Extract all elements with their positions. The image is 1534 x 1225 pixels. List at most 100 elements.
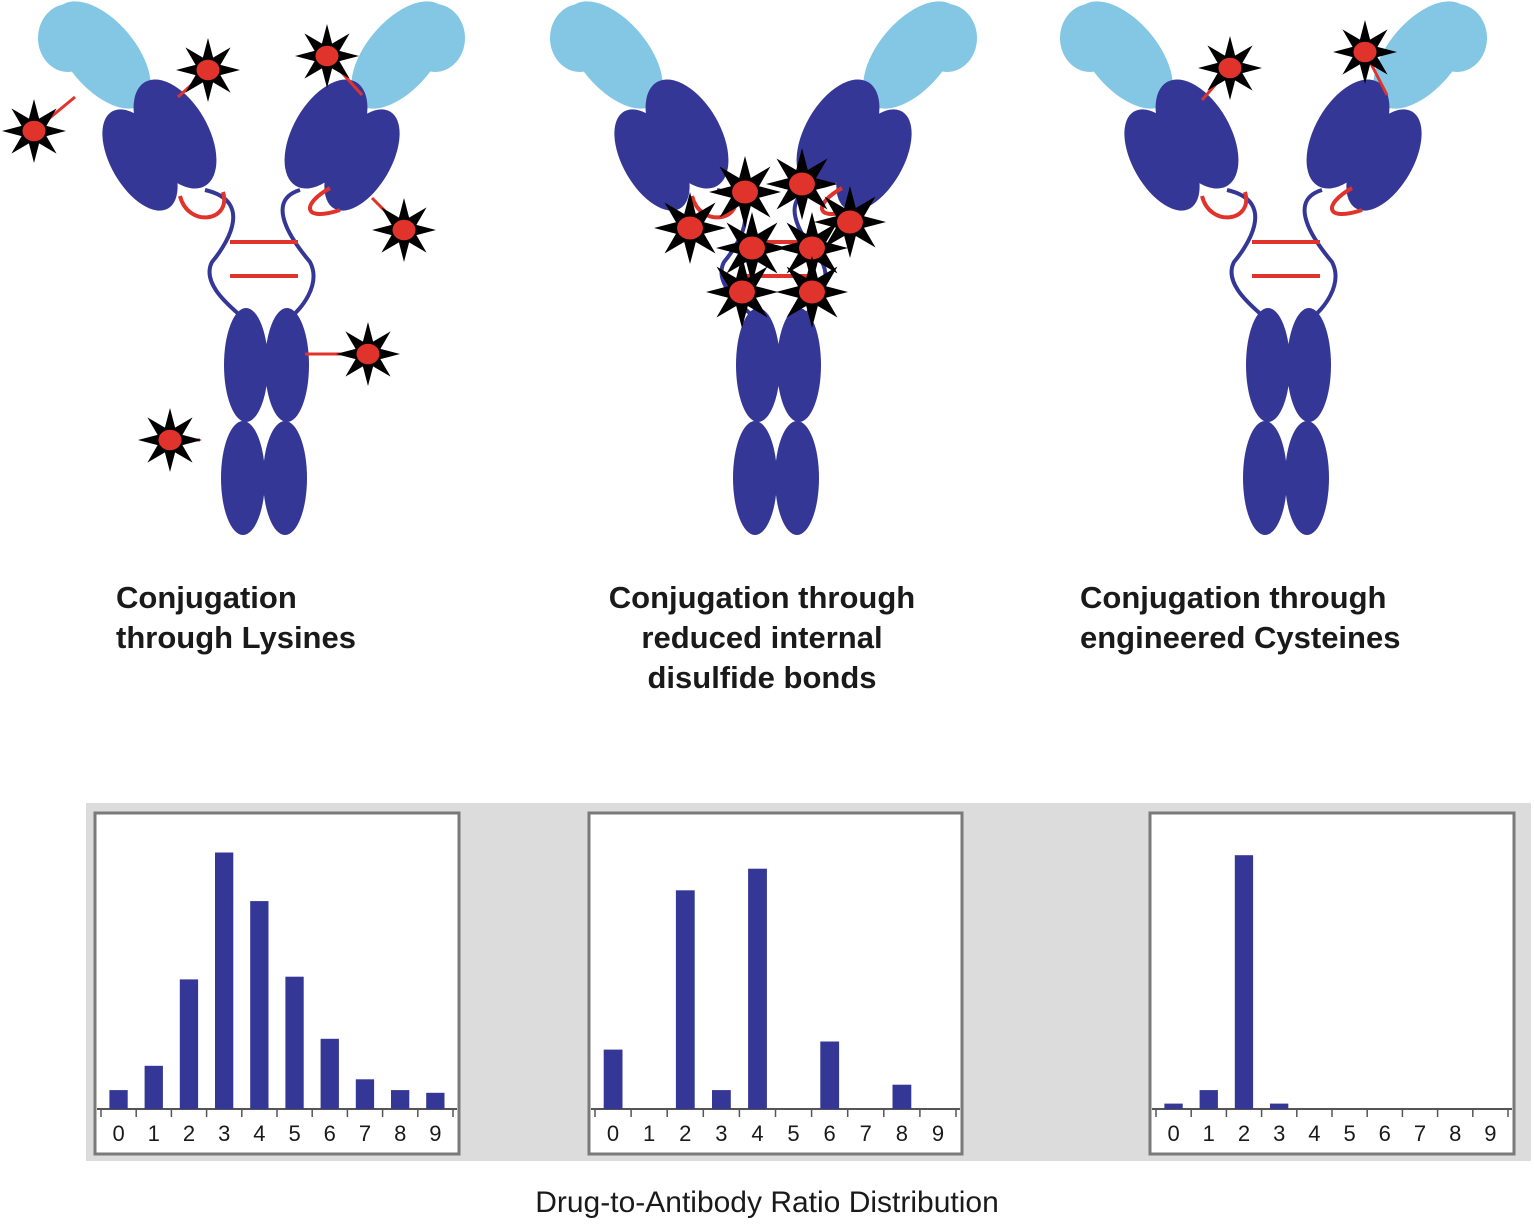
bar-3: [1270, 1103, 1289, 1109]
fc-ch2-right: [1287, 308, 1331, 422]
drug-disulfide-6: [776, 212, 848, 284]
hinge-left: [204, 188, 245, 320]
caption-lysines-line-2: through Lysines: [116, 620, 356, 655]
caption-cysteines: Conjugation through engineered Cysteines: [1080, 578, 1400, 658]
hinge-right: [1302, 188, 1338, 320]
x-tick-label: 9: [1484, 1121, 1496, 1146]
hinge-right: [280, 188, 316, 320]
drug-core: [677, 216, 703, 240]
drug-core: [789, 172, 815, 196]
x-tick-label: 5: [787, 1121, 799, 1146]
fc-ch3-right: [263, 421, 307, 535]
drug-core: [356, 343, 380, 365]
fc-ch2-left: [224, 308, 268, 422]
x-tick-label: 9: [932, 1121, 944, 1146]
x-tick-label: 6: [324, 1121, 336, 1146]
drug-disulfide-5: [716, 212, 788, 284]
drug-core: [1218, 57, 1242, 79]
fc-ch2-right: [265, 308, 309, 422]
bar-3: [712, 1090, 731, 1109]
x-tick-label: 8: [1449, 1121, 1461, 1146]
x-tick-label: 4: [253, 1121, 265, 1146]
antibody-disulfide: [550, 1, 977, 535]
x-tick-label: 0: [607, 1121, 619, 1146]
x-tick-label: 0: [1167, 1121, 1179, 1146]
x-tick-label: 8: [896, 1121, 908, 1146]
x-tick-label: 0: [112, 1121, 124, 1146]
fc-ch3-left: [1243, 421, 1287, 535]
bar-2: [179, 979, 199, 1109]
caption-lysines: Conjugation through Lysines: [116, 578, 356, 658]
disulfide-loop-right: [308, 186, 341, 216]
drug-lysine-2: [176, 38, 240, 102]
caption-disulfide: Conjugation through reduced internal dis…: [542, 578, 982, 698]
antibody-cysteines: [1060, 1, 1487, 535]
bar-6: [320, 1038, 339, 1109]
bar-0: [109, 1090, 128, 1109]
fc-ch2-left: [1246, 308, 1290, 422]
drug-core: [799, 236, 825, 260]
x-tick-label: 5: [1343, 1121, 1355, 1146]
dar-title: Drug-to-Antibody Ratio Distribution: [535, 1186, 999, 1219]
bar-9: [426, 1092, 445, 1109]
drug-disulfide-4: [654, 192, 726, 264]
disulfide-loop-left: [178, 191, 227, 220]
light-chain-right-tip: [405, 4, 465, 72]
heavy-chain-left-arm-2: [614, 109, 690, 211]
light-chain-left-tip: [38, 4, 98, 72]
x-tick-label: 8: [394, 1121, 406, 1146]
caption-disulfide-line-2: reduced internal: [641, 620, 883, 655]
x-tick-label: 1: [148, 1121, 160, 1146]
antibody-lysines: [2, 1, 465, 535]
caption-disulfide-line-3: disulfide bonds: [647, 660, 877, 695]
light-chain-right-tip: [917, 4, 977, 72]
caption-lysines-line-1: Conjugation: [116, 580, 297, 615]
x-tick-label: 3: [715, 1121, 727, 1146]
heavy-chain-left-arm-2: [102, 109, 178, 211]
bar-0: [1164, 1103, 1183, 1109]
drug-core: [732, 180, 758, 204]
bar-5: [285, 976, 304, 1109]
drug-disulfide-2: [766, 148, 838, 220]
drug-cysteine-2: [1333, 20, 1397, 84]
bar-2: [675, 890, 695, 1109]
hinge-left: [1226, 188, 1267, 320]
x-tick-label: 3: [1273, 1121, 1285, 1146]
x-tick-label: 4: [751, 1121, 763, 1146]
caption-disulfide-line-1: Conjugation through: [608, 580, 916, 615]
x-tick-label: 1: [1203, 1121, 1215, 1146]
disulfide-loop-left: [1200, 191, 1249, 220]
drug-lysine-4: [372, 198, 436, 262]
bar-3: [215, 852, 234, 1109]
heavy-chain-right-arm-2: [836, 109, 912, 211]
drug-core: [196, 59, 220, 81]
x-tick-label: 6: [823, 1121, 835, 1146]
drug-lysine-3: [295, 24, 359, 88]
drug-disulfide-1: [709, 156, 781, 228]
light-chain-right-tip: [1427, 4, 1487, 72]
x-tick-label: 2: [679, 1121, 691, 1146]
bar-7: [355, 1079, 375, 1109]
drug-cysteine-1: [1198, 36, 1262, 100]
x-tick-label: 2: [183, 1121, 195, 1146]
x-tick-label: 7: [359, 1121, 371, 1146]
drug-lysine-1: [2, 99, 66, 163]
drug-core: [22, 120, 46, 142]
drug-core: [315, 45, 339, 67]
fc-ch3-right: [1285, 421, 1329, 535]
antibody-diagrams: [2, 1, 1487, 535]
drug-core: [158, 429, 182, 451]
bar-1: [144, 1065, 163, 1109]
drug-core: [739, 236, 765, 260]
heavy-chain-right-arm-2: [1346, 109, 1422, 211]
x-tick-label: 5: [288, 1121, 300, 1146]
x-tick-label: 2: [1238, 1121, 1250, 1146]
bar-1: [1199, 1090, 1218, 1109]
light-chain-left-tip: [1060, 4, 1120, 72]
drug-core: [729, 280, 755, 304]
fc-ch3-right: [775, 421, 819, 535]
